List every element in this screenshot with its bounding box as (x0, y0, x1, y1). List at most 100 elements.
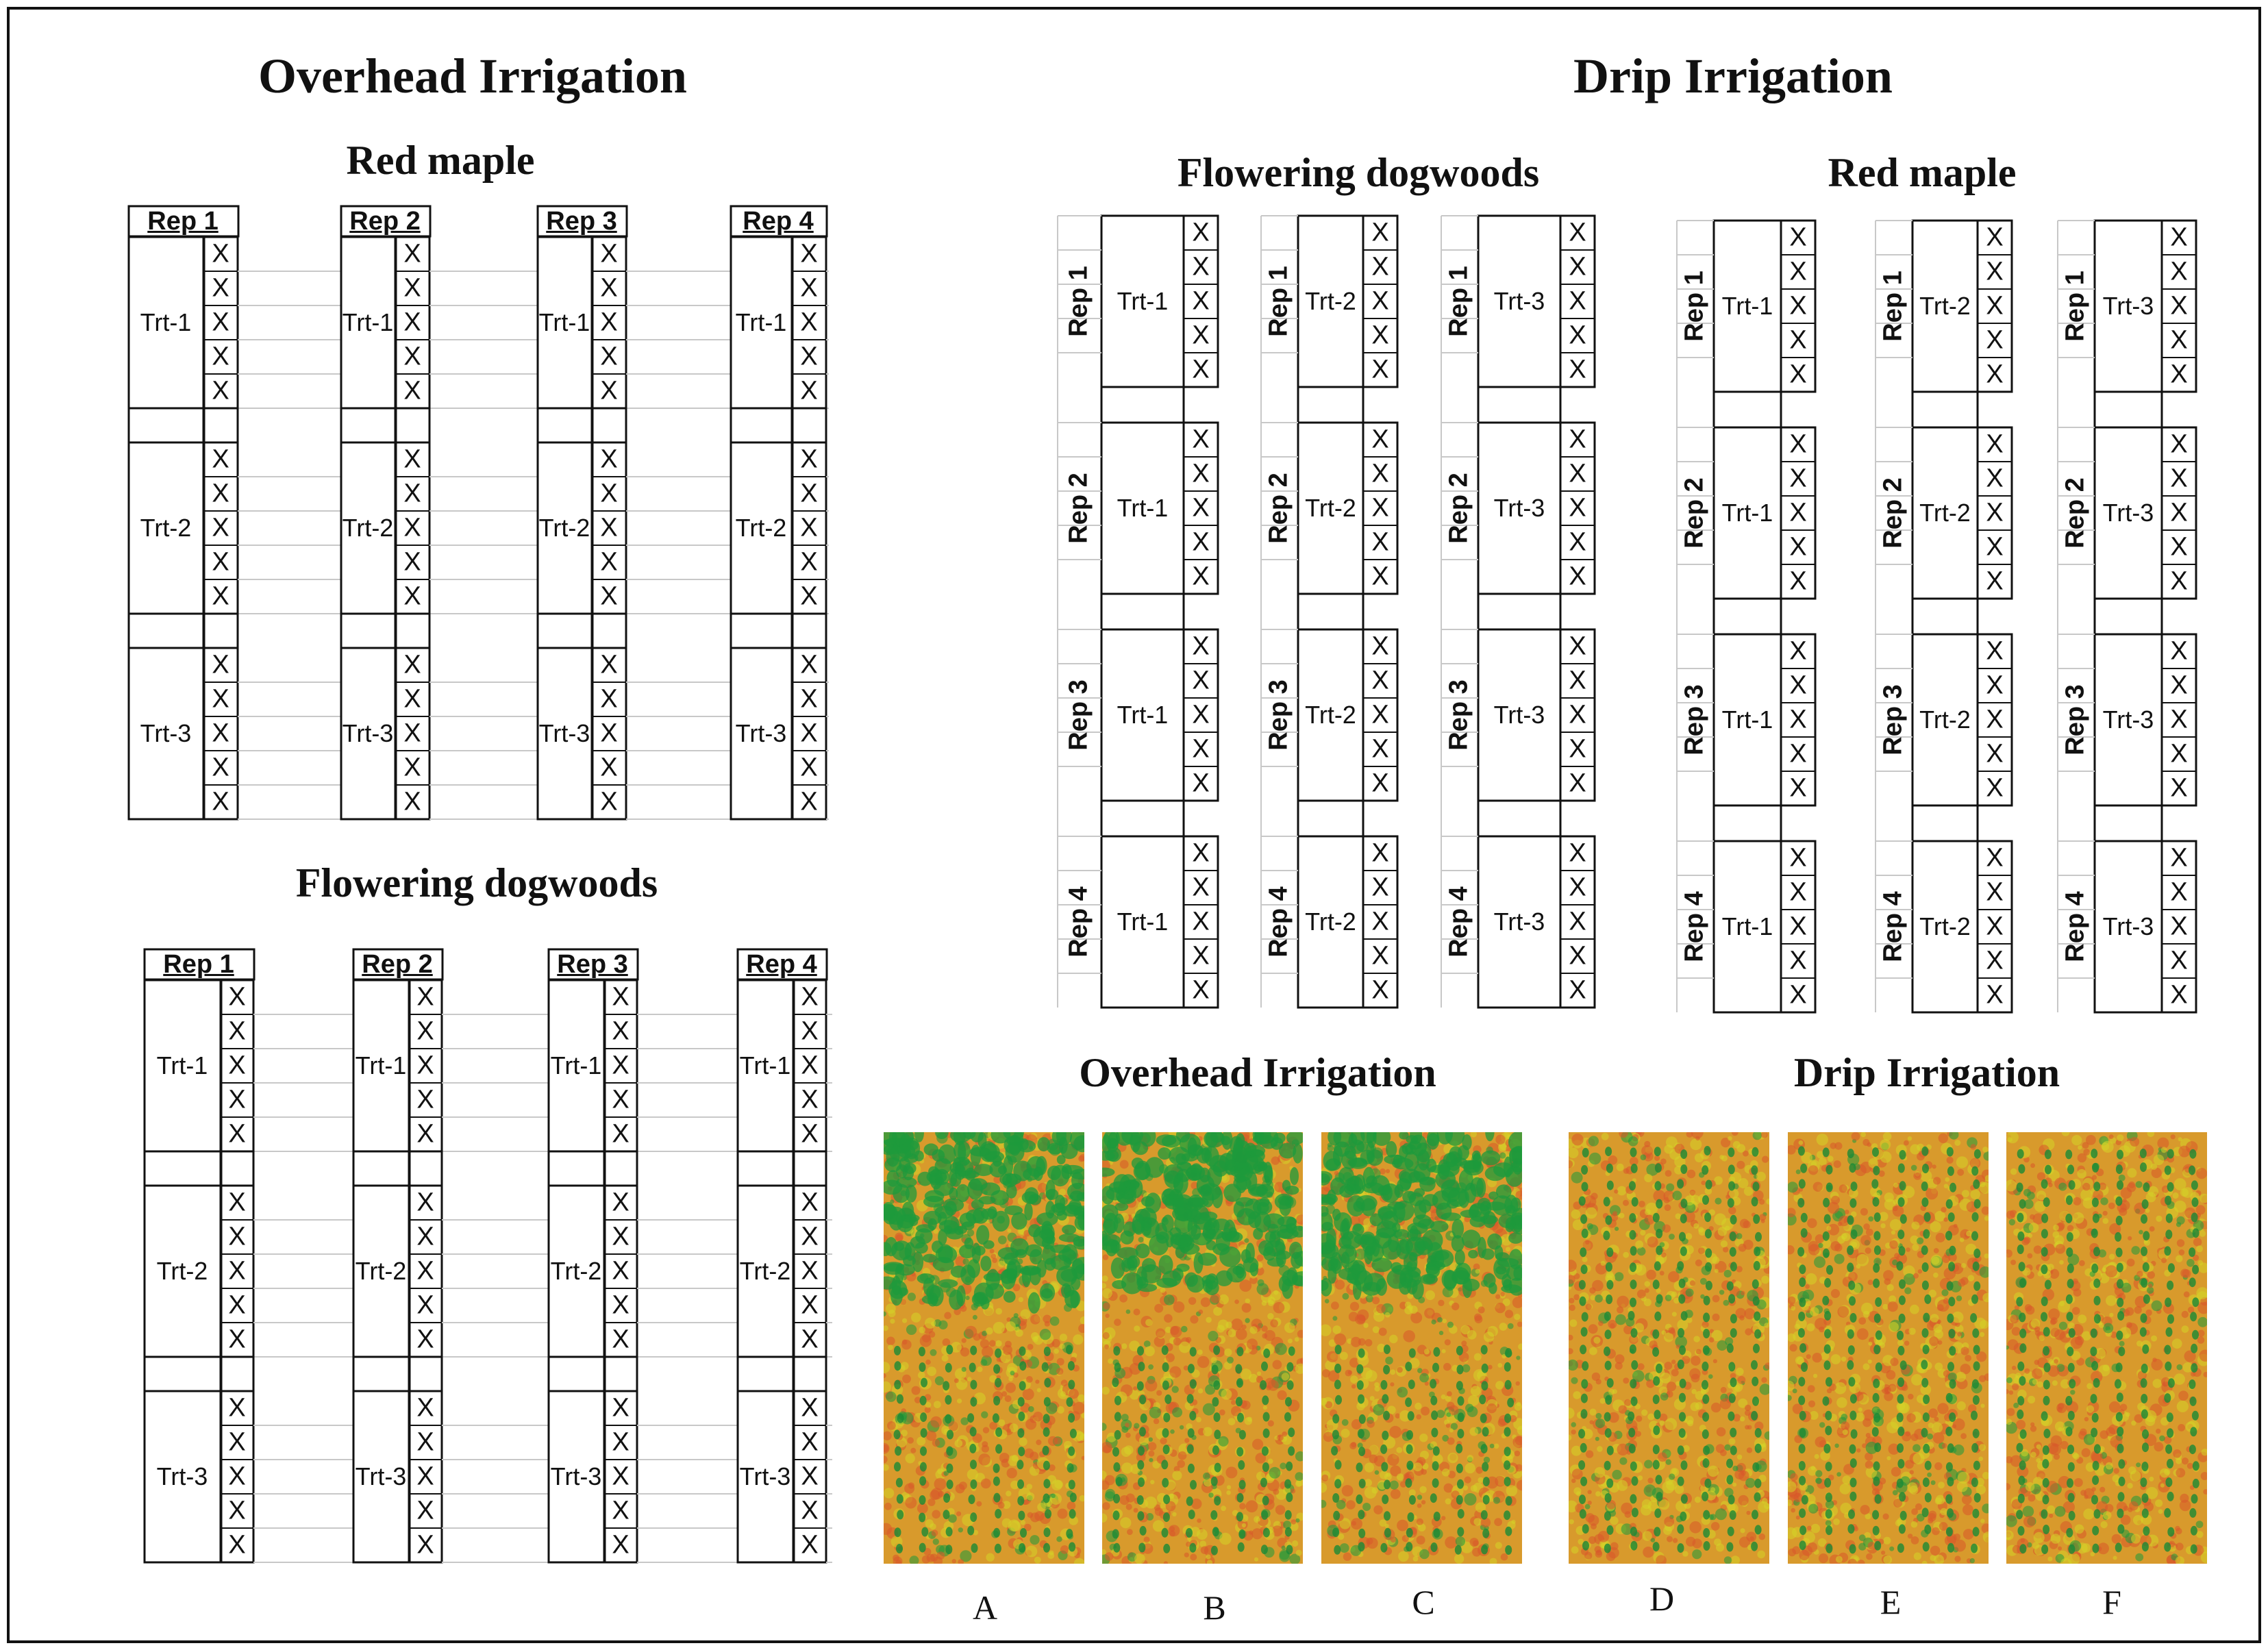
alley-box (202, 407, 239, 444)
plant-dot (1606, 1180, 1614, 1190)
photo-texture (1514, 1450, 1521, 1457)
plant-mark: X (2170, 532, 2188, 562)
photo-texture (1711, 1329, 1723, 1341)
photo-texture (1601, 1132, 1609, 1140)
photo-texture (1234, 1299, 1239, 1304)
photo-texture (1105, 1552, 1114, 1561)
plant-dot (1383, 1345, 1391, 1355)
photo-texture (1102, 1442, 1112, 1453)
photo-texture (1030, 1512, 1040, 1523)
photo-texture (1008, 1377, 1013, 1382)
photo-texture (1373, 1404, 1384, 1416)
canopy-patch (1004, 1205, 1023, 1216)
canopy-patch (1321, 1222, 1334, 1231)
photo-texture (1264, 1329, 1275, 1341)
canopy-patch (938, 1144, 956, 1164)
photo-texture (1390, 1488, 1401, 1499)
canopy-patch (1468, 1249, 1478, 1259)
photo-texture (1467, 1455, 1474, 1462)
photo-texture (1509, 1415, 1517, 1423)
canopy-patch (1347, 1175, 1364, 1194)
photo-texture (1425, 1290, 1435, 1301)
plant-column-box (1362, 628, 1399, 802)
photo-texture (1267, 1379, 1279, 1391)
plant-dot (1137, 1511, 1145, 1521)
plant-dot (1457, 1429, 1465, 1439)
photo-texture (1585, 1513, 1595, 1523)
photo-texture (1669, 1473, 1675, 1480)
alley-box (1100, 799, 1185, 838)
plant-mark: X (1986, 946, 2004, 975)
photo-texture (1396, 1447, 1403, 1453)
photo-texture (917, 1503, 928, 1514)
overhead-red-maple-title: Red maple (346, 138, 535, 183)
plant-mark: X (801, 1119, 819, 1149)
plant-mark: X (1371, 975, 1389, 1005)
canopy-patch (956, 1184, 970, 1203)
plant-mark: X (801, 1530, 819, 1560)
photo-texture (1699, 1277, 1707, 1285)
photo-texture (1245, 1298, 1250, 1304)
photo-texture (1571, 1468, 1583, 1479)
plant-dot (1604, 1493, 1612, 1503)
photo-texture (1598, 1321, 1604, 1326)
photo-texture (1221, 1388, 1232, 1400)
canopy-patch (1399, 1238, 1413, 1254)
plant-dot (1677, 1261, 1684, 1271)
photo-texture (1001, 1391, 1008, 1397)
canopy-patch (959, 1212, 976, 1227)
plant-mark: X (600, 445, 618, 474)
photo-texture (884, 1523, 893, 1535)
photo-texture (1661, 1330, 1667, 1335)
photo-texture (1198, 1309, 1204, 1314)
photo-texture (1504, 1310, 1514, 1318)
plant-dot (1043, 1414, 1050, 1424)
canopy-patch (1042, 1245, 1056, 1265)
drip-dogwood-trt2-column (1260, 214, 1399, 1009)
alley-box (790, 612, 827, 649)
rep-label: Rep 2 (1878, 477, 1908, 549)
photo-texture (1239, 1503, 1246, 1510)
canopy-patch (1060, 1143, 1078, 1160)
photo-texture (1569, 1297, 1575, 1304)
photo-texture (1262, 1405, 1267, 1410)
canopy-patch (914, 1132, 924, 1142)
photo-texture (1010, 1371, 1015, 1376)
photo-texture (1511, 1519, 1516, 1525)
canopy-patch (983, 1240, 995, 1249)
photo-texture (1437, 1317, 1443, 1323)
photo-texture (1745, 1328, 1752, 1336)
photo-texture (1374, 1386, 1380, 1392)
photo-texture (1443, 1362, 1451, 1371)
photo-texture (1378, 1327, 1387, 1336)
plant-mark: X (1789, 636, 1807, 666)
photo-texture (1736, 1266, 1743, 1273)
photo-texture (1179, 1425, 1184, 1430)
photo-texture (1517, 1479, 1522, 1491)
plant-dot (1162, 1428, 1169, 1438)
plant-dot (1433, 1512, 1441, 1521)
photo-texture (1720, 1386, 1727, 1393)
plant-dot (993, 1463, 1000, 1473)
photo-texture (1360, 1367, 1373, 1379)
photo-texture (1054, 1479, 1063, 1489)
photo-texture (1689, 1521, 1702, 1534)
plant-dot (1630, 1297, 1636, 1308)
plant-mark: X (1371, 907, 1389, 936)
plant-mark: X (800, 273, 818, 303)
canopy-patch (1328, 1132, 1342, 1146)
plant-mark: X (1192, 527, 1210, 557)
plant-mark: X (2170, 877, 2188, 907)
plant-dot (1261, 1510, 1269, 1520)
photo-texture (1724, 1444, 1731, 1451)
photo-texture (980, 1478, 991, 1489)
plant-mark: X (1192, 286, 1210, 316)
plant-mark: X (801, 1222, 819, 1251)
photo-texture (1686, 1132, 1693, 1138)
plant-dot (1654, 1147, 1661, 1157)
canopy-patch (1002, 1173, 1018, 1188)
canopy-patch (1352, 1223, 1364, 1236)
photo-texture (1351, 1442, 1357, 1448)
photo-texture (1284, 1322, 1295, 1334)
canopy-patch (1051, 1132, 1073, 1147)
